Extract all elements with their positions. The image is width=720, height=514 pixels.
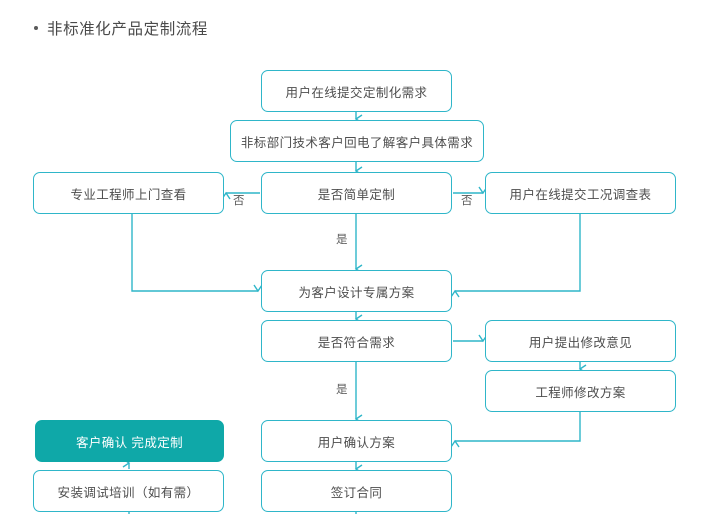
node-label: 用户确认方案 <box>317 435 396 450</box>
node-submit-request[interactable]: 用户在线提交定制化需求 <box>261 70 452 112</box>
node-label: 安装调试培训（如有需） <box>57 485 200 500</box>
page-title-text: 非标准化产品定制流程 <box>47 21 209 38</box>
node-callback-needs[interactable]: 非标部门技术客户回电了解客户具体需求 <box>230 120 484 162</box>
node-engineer-onsite[interactable]: 专业工程师上门查看 <box>33 172 224 214</box>
node-submit-survey[interactable]: 用户在线提交工况调查表 <box>485 172 676 214</box>
node-label: 为客户设计专属方案 <box>298 285 415 300</box>
node-simple-custom-decision[interactable]: 是否简单定制 <box>261 172 452 214</box>
edge-onsite-to-design <box>131 214 263 293</box>
node-label: 用户在线提交工况调查表 <box>509 187 652 202</box>
edge-survey-to-design <box>450 214 581 298</box>
edge-label-yes-lower: 是 <box>336 384 348 396</box>
node-label: 用户提出修改意见 <box>528 335 633 350</box>
node-meets-needs-decision[interactable]: 是否符合需求 <box>261 320 452 362</box>
edge-label-yes-middle: 是 <box>336 234 348 246</box>
edge-revise-to-confirm <box>450 412 581 448</box>
node-user-feedback[interactable]: 用户提出修改意见 <box>485 320 676 362</box>
node-label: 签订合同 <box>330 485 383 500</box>
page-title: 非标准化产品定制流程 <box>34 17 208 39</box>
node-label: 非标部门技术客户回电了解客户具体需求 <box>240 135 474 150</box>
node-install-training[interactable]: 安装调试培训（如有需） <box>33 470 224 512</box>
node-user-confirm-plan[interactable]: 用户确认方案 <box>261 420 452 462</box>
edge-label-no-right: 否 <box>461 195 473 207</box>
node-label: 是否符合需求 <box>317 335 396 350</box>
node-customer-confirm[interactable]: 客户确认 完成定制 <box>35 420 224 462</box>
node-label: 客户确认 完成定制 <box>75 435 184 450</box>
bullet-icon <box>34 26 38 30</box>
node-design-plan[interactable]: 为客户设计专属方案 <box>261 270 452 312</box>
edge-label-no-left: 否 <box>233 195 245 207</box>
node-label: 用户在线提交定制化需求 <box>285 85 428 100</box>
node-label: 专业工程师上门查看 <box>70 187 187 202</box>
node-label: 是否简单定制 <box>317 187 396 202</box>
node-sign-contract[interactable]: 签订合同 <box>261 470 452 512</box>
node-label: 工程师修改方案 <box>535 385 626 400</box>
node-engineer-revise[interactable]: 工程师修改方案 <box>485 370 676 412</box>
